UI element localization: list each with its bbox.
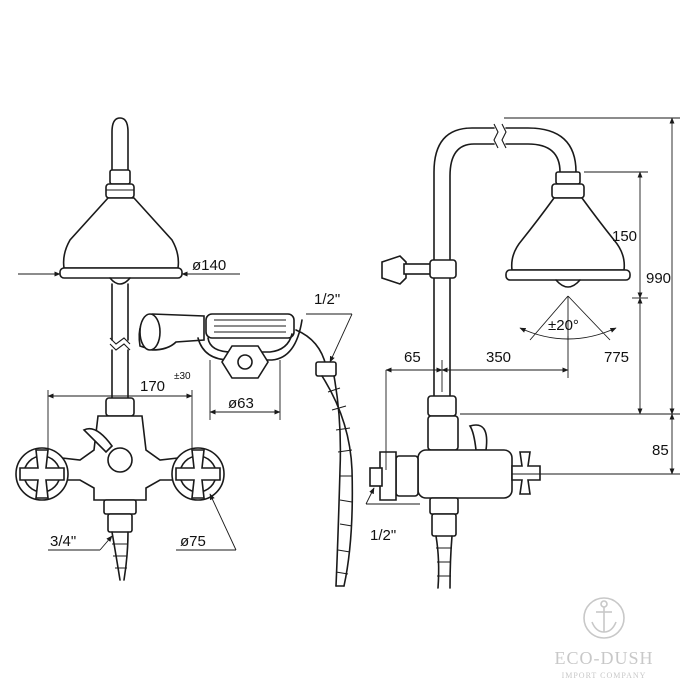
label-holder-diameter: ø63 [228,395,254,412]
label-total-height: 990 [646,270,671,287]
label-arm-reach: 350 [486,349,511,366]
label-spacing: 170 [140,378,165,395]
watermark-brand: ECO-DUSH [554,648,653,668]
hand-shower [138,313,354,587]
label-head-height: 150 [612,228,637,245]
label-valve-height: 85 [652,442,669,459]
label-head-diameter: ø140 [192,257,226,274]
watermark: ECO-DUSH IMPORT COMPANY [554,597,653,680]
label-head-to-valve: 775 [604,349,629,366]
label-inlet-thread: 3/4" [50,533,76,550]
front-view [15,117,225,581]
label-wall-thread: 1/2" [370,527,396,544]
watermark-tagline: IMPORT COMPANY [562,671,647,680]
dimensions-front [18,271,353,551]
dimensions-side [365,117,680,505]
anchor-icon [583,597,625,639]
side-view [369,123,631,589]
label-wall-offset: 65 [404,349,421,366]
label-tilt-angle: ±20° [548,317,579,334]
label-spacing-tolerance: ±30 [174,371,191,382]
label-flange-diameter: ø75 [180,533,206,550]
label-hose-thread: 1/2" [314,291,340,308]
